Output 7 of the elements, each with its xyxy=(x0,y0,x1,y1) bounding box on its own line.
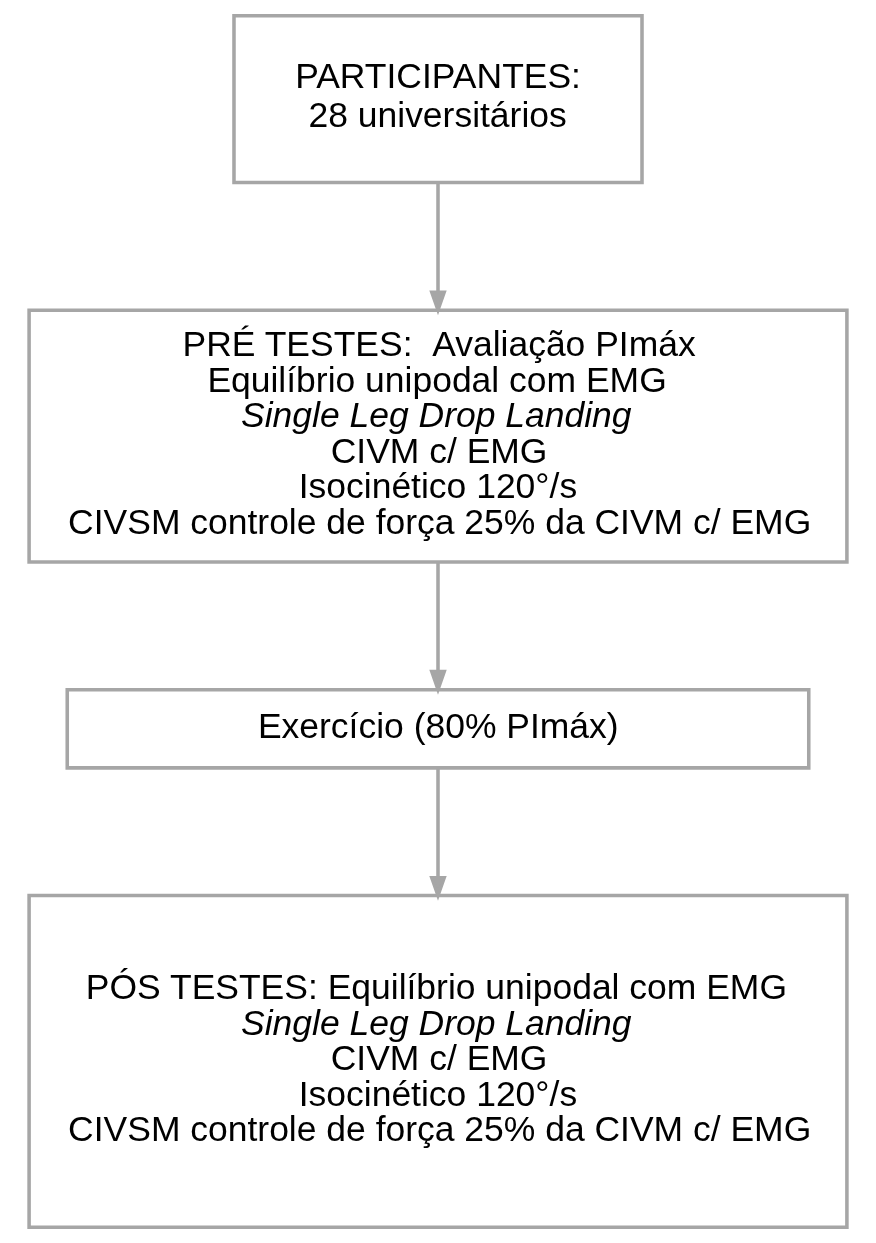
arrow xyxy=(429,768,447,901)
node-box: PARTICIPANTES: 28 universitários xyxy=(232,13,644,185)
node-box: PRÉ TESTES: Avaliação PImáx Equilíbrio unipodal com EMG Single Leg Drop Landing CIVM c/ EMG Isocinético 120°/s CIVSM controle de força 25% da CIVM c/ EMG xyxy=(27,308,849,564)
arrow xyxy=(429,183,447,316)
node-box: PÓS TESTES: Equilíbrio unipodal com EMG Single Leg Drop Landing CIVM c/ EMG Isocinético 120°/s CIVSM controle de força 25% da CIVM c/ EMG xyxy=(27,893,849,1230)
node-box: Exercício (80% PImáx) xyxy=(65,688,811,770)
arrow xyxy=(429,562,447,695)
